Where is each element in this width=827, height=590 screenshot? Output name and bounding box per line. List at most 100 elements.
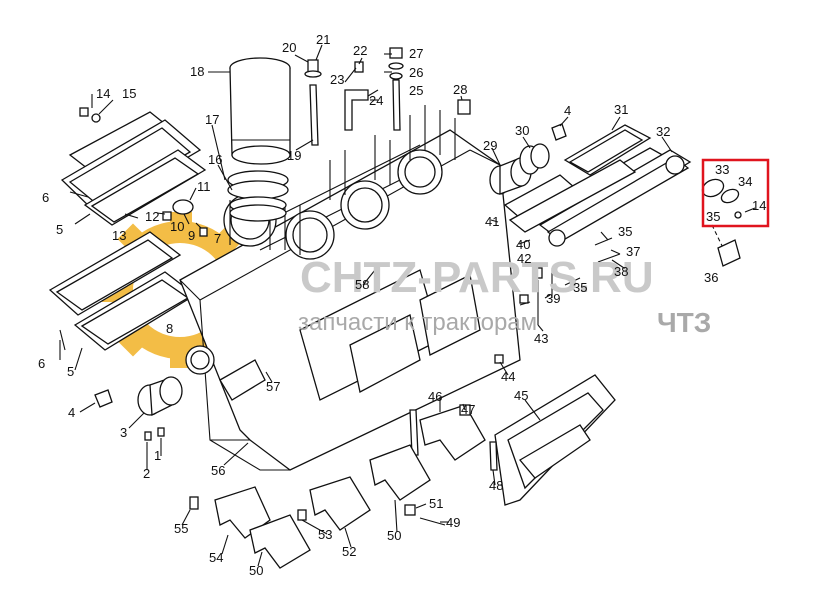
stud-49 — [409, 409, 419, 456]
callout-48: 48 — [489, 478, 503, 493]
bolt-14-15 — [79, 107, 101, 123]
callout-25: 25 — [409, 83, 423, 98]
leader-lines — [59, 44, 673, 567]
callout-49: 49 — [446, 515, 460, 530]
engine-block — [179, 105, 521, 471]
callout-6-lower: 6 — [38, 356, 45, 371]
callout-38: 38 — [614, 264, 628, 279]
plug-44 — [494, 354, 504, 364]
bearing-cap-54 — [214, 486, 271, 539]
callout-10: 10 — [170, 219, 184, 234]
callout-22: 22 — [353, 43, 367, 58]
callout-3: 3 — [120, 425, 127, 440]
callout-34: 34 — [738, 174, 752, 189]
dowel-48 — [489, 441, 498, 471]
callout-44: 44 — [501, 369, 515, 384]
gasket-45 — [494, 374, 616, 506]
plug-28 — [457, 99, 471, 115]
callout-20: 20 — [282, 40, 296, 55]
callout-5-lower: 5 — [67, 364, 74, 379]
callout-36: 36 — [704, 270, 718, 285]
stud-assembly-19-21 — [304, 59, 322, 146]
callout-37: 37 — [626, 244, 640, 259]
callout-55: 55 — [174, 521, 188, 536]
bolts-35-43 — [519, 237, 621, 325]
callout-28: 28 — [453, 82, 467, 97]
callout-26: 26 — [409, 65, 423, 80]
callout-47: 47 — [461, 402, 475, 417]
callout-52: 52 — [342, 544, 356, 559]
callout-13: 13 — [112, 228, 126, 243]
callout-23: 23 — [330, 72, 344, 87]
callout-54: 54 — [209, 550, 223, 565]
callout-14-top-left: 14 — [96, 86, 110, 101]
callout-33: 33 — [715, 162, 729, 177]
callout-2: 2 — [143, 466, 150, 481]
cover-plate-36 — [717, 239, 741, 267]
callout-18: 18 — [190, 64, 204, 79]
plate-11-12 — [162, 199, 208, 237]
callout-50-left: 50 — [249, 563, 263, 578]
callout-32: 32 — [656, 124, 670, 139]
callout-1: 1 — [154, 448, 161, 463]
plug-1-2 — [144, 427, 165, 441]
callout-7: 7 — [214, 231, 221, 246]
callout-5-upper: 5 — [56, 222, 63, 237]
callout-27: 27 — [409, 46, 423, 61]
callout-35-low: 35 — [573, 280, 587, 295]
bushing-30 — [519, 143, 550, 175]
liner-seal-rings — [227, 170, 289, 222]
callout-39: 39 — [546, 291, 560, 306]
callout-42: 42 — [517, 251, 531, 266]
callout-16: 16 — [208, 152, 222, 167]
callout-15: 15 — [122, 86, 136, 101]
highlight-box — [701, 158, 770, 228]
callout-8: 8 — [166, 321, 173, 336]
callout-30: 30 — [515, 123, 529, 138]
bearing-cap-52 — [309, 476, 371, 531]
watermark-tagline: запчасти к тракторам — [298, 309, 537, 336]
side-cover-gasket-upper — [60, 111, 207, 226]
bolt-51 — [404, 504, 446, 526]
callout-29: 29 — [483, 138, 497, 153]
callout-6-upper: 6 — [42, 190, 49, 205]
stud-assembly-22-27 — [344, 47, 404, 131]
bushing-3 — [137, 376, 183, 417]
plug-4-left — [94, 389, 113, 408]
callout-50-right: 50 — [387, 528, 401, 543]
callout-35-box: 35 — [706, 209, 720, 224]
plug-4-right — [551, 123, 567, 141]
callout-12: 12 — [145, 209, 159, 224]
callout-labels: 1 2 3 4 4 5 5 6 6 7 8 9 10 11 12 13 14 1… — [38, 32, 766, 578]
callout-35-mid: 35 — [618, 224, 632, 239]
cover-plate-33-34 — [701, 178, 756, 219]
callout-56: 56 — [211, 463, 225, 478]
callout-58: 58 — [355, 277, 369, 292]
watermark-brand: ЧТЗ — [657, 307, 711, 338]
callout-14-right: 14 — [752, 198, 766, 213]
callout-9: 9 — [188, 228, 195, 243]
callout-17: 17 — [205, 112, 219, 127]
callout-24: 24 — [369, 93, 383, 108]
bearing-cap-50-lower — [249, 514, 311, 569]
bearing-cap-50-upper — [369, 444, 431, 501]
side-cover-gasket-lower — [48, 231, 197, 351]
callout-43: 43 — [534, 331, 548, 346]
callout-4-right: 4 — [564, 103, 571, 118]
callout-53: 53 — [318, 527, 332, 542]
watermark-site: CHTZ-PARTS.RU — [300, 253, 654, 302]
callout-51: 51 — [429, 496, 443, 511]
callout-21: 21 — [316, 32, 330, 47]
callout-40: 40 — [516, 237, 530, 252]
callout-4-left: 4 — [68, 405, 75, 420]
callout-46: 46 — [428, 389, 442, 404]
callout-45: 45 — [514, 388, 528, 403]
gasket-41 — [503, 159, 637, 233]
callout-41: 41 — [485, 214, 499, 229]
callout-57: 57 — [266, 379, 280, 394]
cylinder-liner — [229, 57, 291, 165]
callout-19: 19 — [287, 148, 301, 163]
callout-11: 11 — [197, 179, 211, 194]
callout-31: 31 — [614, 102, 628, 117]
